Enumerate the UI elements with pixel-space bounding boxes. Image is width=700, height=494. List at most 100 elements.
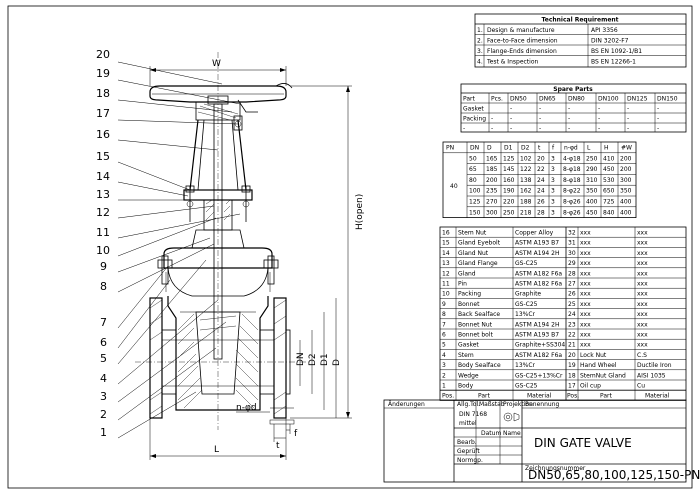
- part-name: xxx: [580, 230, 591, 237]
- spare-header-cell: DN150: [657, 96, 678, 103]
- dimension-cell: 145: [503, 166, 515, 173]
- dimension-cell: 8-φ18: [563, 177, 581, 184]
- right-flange: [273, 297, 287, 419]
- dim-DN-label: DN: [296, 352, 306, 366]
- spare-cell: -: [510, 116, 512, 123]
- dimension-cell: 3: [551, 177, 555, 184]
- part-position: 11: [442, 281, 450, 288]
- callout-1: 1: [100, 426, 107, 439]
- dimension-header-cell: DN: [470, 145, 479, 152]
- parts-footer-cell: Material: [645, 393, 670, 400]
- dimension-cell: 24: [537, 188, 545, 195]
- edited-label: Bearb.: [457, 439, 477, 446]
- part-position: 19: [568, 362, 576, 369]
- part-name: xxx: [580, 240, 591, 247]
- tech-row-item: Test & Inspection: [486, 59, 538, 66]
- dimension-cell: 300: [620, 177, 632, 184]
- part-material: xxx: [637, 291, 648, 298]
- designation-label: Benennung: [525, 401, 560, 408]
- part-material: xxx: [637, 342, 648, 349]
- part-position: 22: [568, 332, 576, 339]
- part-position: 9: [442, 301, 446, 308]
- drawing-number-label: Zeichnungsnummer: [525, 465, 586, 472]
- part-name: Gland Nut: [458, 250, 489, 257]
- dimension-cell: 150: [469, 209, 481, 216]
- parts-footer-cell: Pos.: [442, 393, 454, 400]
- dimension-cell: 50: [469, 155, 477, 162]
- dimension-header-cell: f: [552, 145, 555, 152]
- callout-14: 14: [96, 170, 110, 183]
- callout-7: 7: [100, 316, 107, 329]
- tech-row-standard: BS EN 12266-1: [591, 59, 636, 66]
- dimension-cell: 22: [537, 166, 545, 173]
- dimension-cell: 8-φ22: [563, 188, 581, 195]
- part-material: GS-C25+13%Cr: [515, 372, 563, 379]
- dimension-header-cell: #W: [621, 145, 632, 152]
- dim-f-label: f: [294, 429, 298, 439]
- gate-valve-section-view: [135, 52, 310, 430]
- dimension-header-cell: H: [604, 145, 609, 152]
- part-position: 12: [442, 270, 450, 277]
- part-position: 10: [442, 291, 450, 298]
- spare-cell: -: [568, 106, 570, 113]
- dimension-cell: 270: [486, 199, 498, 206]
- part-name: xxx: [580, 301, 591, 308]
- dimension-header-cell: D: [487, 145, 492, 152]
- part-material: Ductile Iron: [637, 362, 672, 369]
- wedge: [195, 311, 241, 395]
- part-material: ASTM A182 F6a: [515, 281, 562, 288]
- dimension-cell: 200: [620, 155, 632, 162]
- part-name: Hand Wheel: [580, 362, 617, 369]
- spare-cell: -: [510, 126, 512, 133]
- callout-leaders: [117, 61, 241, 439]
- callout-5: 5: [100, 352, 107, 365]
- part-name: Stem: [458, 352, 474, 359]
- dimension-cell: 250: [503, 209, 515, 216]
- dimension-cell: 8-φ18: [563, 166, 581, 173]
- callout-15: 15: [96, 150, 110, 163]
- callout-12: 12: [96, 206, 110, 219]
- part-name: Body: [458, 383, 474, 390]
- spare-cell: -: [568, 116, 570, 123]
- dimension-cell: 220: [503, 199, 515, 206]
- dimension-cell: 65: [469, 166, 477, 173]
- part-position: 4: [442, 352, 446, 359]
- dimension-cell: 8-φ26: [563, 209, 581, 216]
- part-position: 1: [442, 383, 446, 390]
- drawing-title: DIN GATE VALVE: [534, 436, 632, 450]
- part-name: Body Sealface: [458, 362, 501, 369]
- oil-cup: [233, 115, 243, 131]
- dimension-cell: 218: [520, 209, 532, 216]
- spare-header-cell: DN125: [627, 96, 648, 103]
- dimension-cell: 350: [620, 188, 632, 195]
- tech-title: Technical Requirement: [541, 17, 618, 24]
- spare-cell: -: [627, 126, 629, 133]
- dimension-cell: 350: [586, 188, 598, 195]
- spare-cell: Packing: [463, 116, 486, 123]
- part-position: 27: [568, 281, 576, 288]
- dimension-pn-value: 40: [450, 183, 458, 190]
- dimension-cell: 650: [603, 188, 615, 195]
- part-material: xxx: [637, 240, 648, 247]
- spare-cell: -: [491, 126, 493, 133]
- part-position: 13: [442, 260, 450, 267]
- callout-9: 9: [100, 260, 107, 273]
- part-name: xxx: [580, 342, 591, 349]
- spare-cell: -: [539, 126, 541, 133]
- part-material: xxx: [637, 332, 648, 339]
- part-name: Bonnet Nut: [458, 321, 493, 328]
- part-name: xxx: [580, 332, 591, 339]
- handwheel-shape: [149, 85, 287, 103]
- callout-13: 13: [96, 188, 110, 201]
- dimension-cell: 138: [520, 177, 532, 184]
- dimension-header-cell: n-φd: [564, 145, 578, 152]
- part-material: Graphite: [515, 291, 541, 298]
- part-material: xxx: [637, 311, 648, 318]
- part-material: xxx: [637, 260, 648, 267]
- part-name: xxx: [580, 260, 591, 267]
- spare-cell: -: [627, 116, 629, 123]
- spare-cell: Gasket: [463, 106, 484, 113]
- part-name: Bonnet: [458, 301, 480, 308]
- part-name: Oil cup: [580, 383, 601, 390]
